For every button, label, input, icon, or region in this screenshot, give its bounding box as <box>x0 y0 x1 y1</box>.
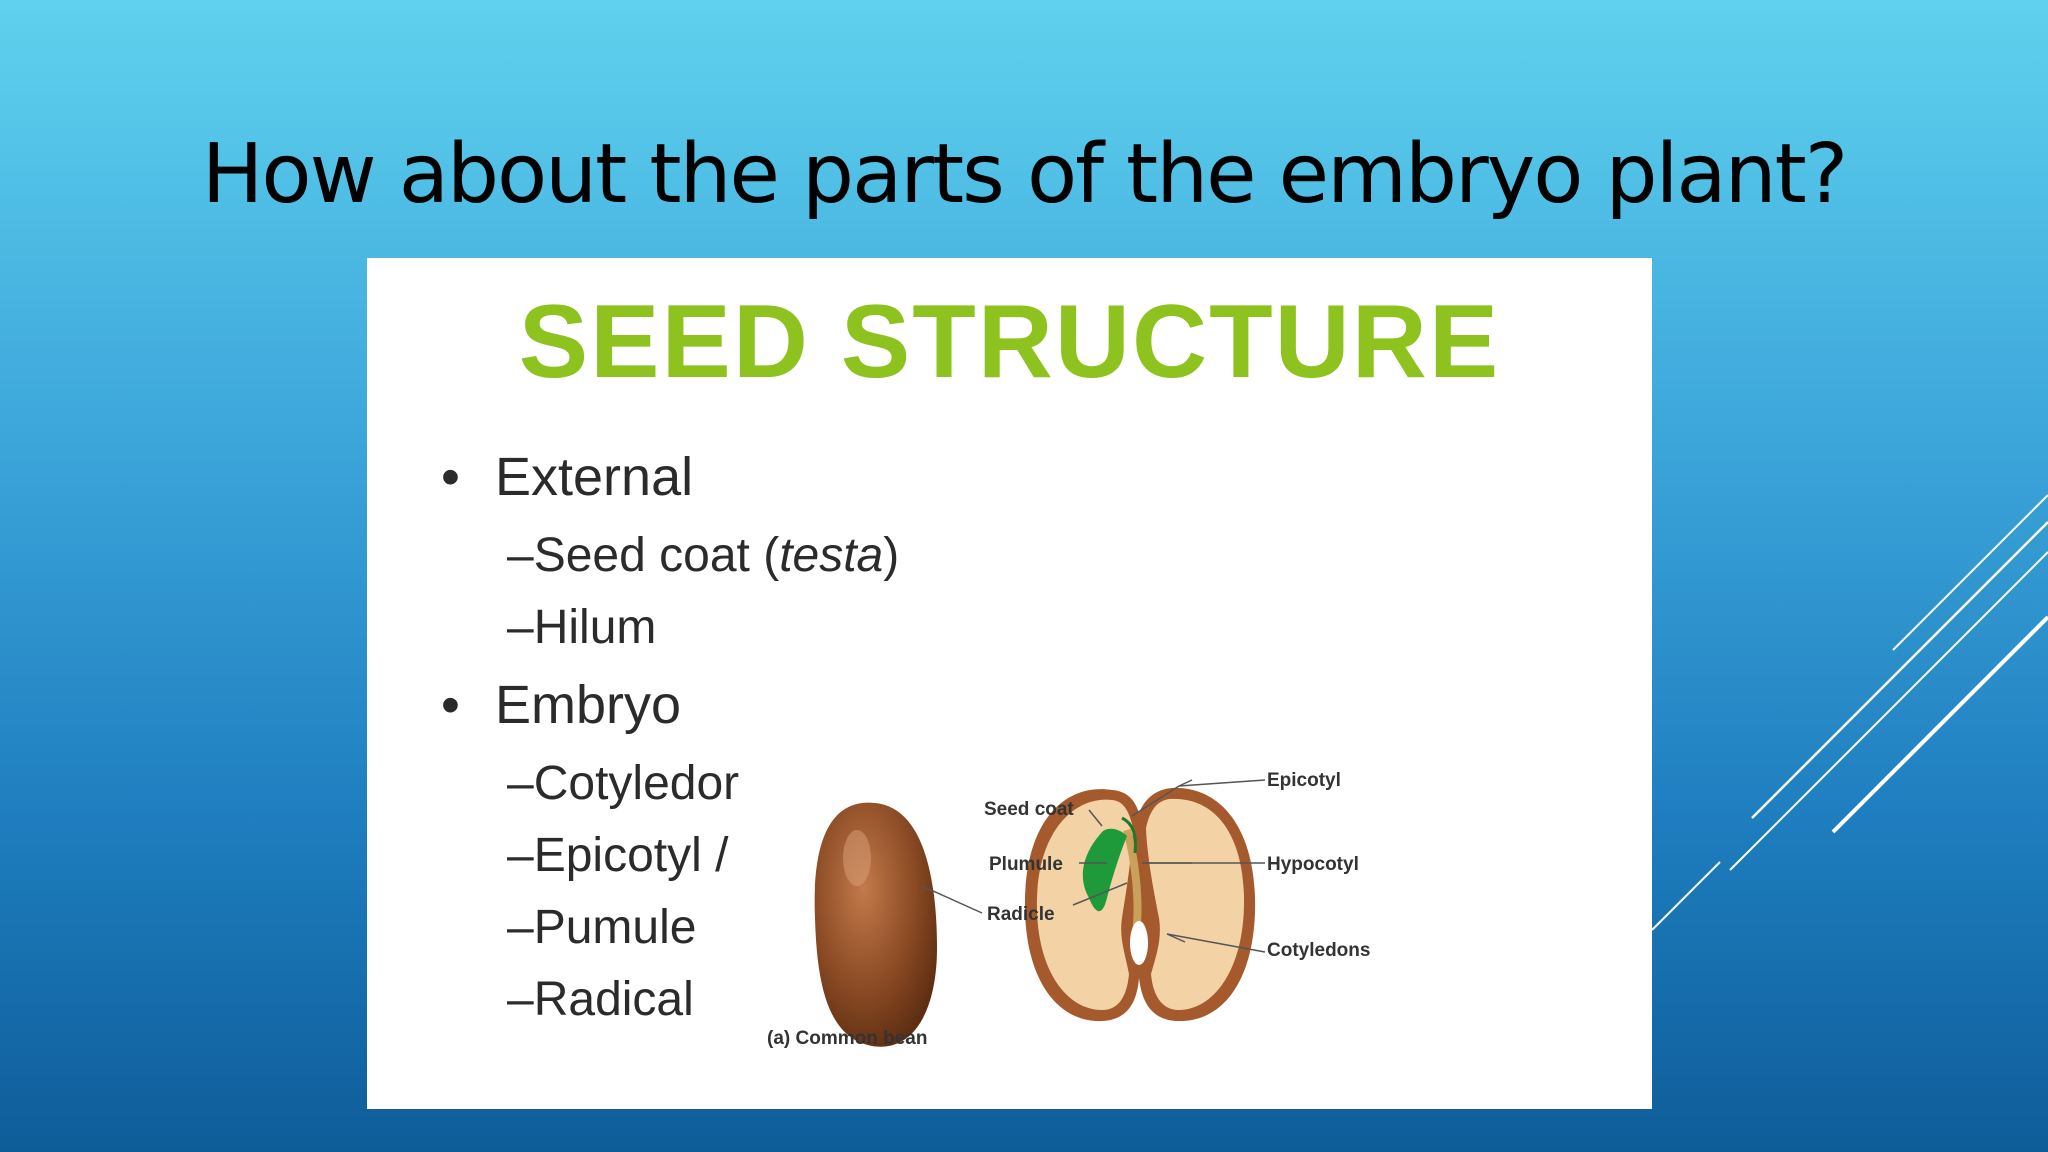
dash: – <box>507 901 534 954</box>
label-hypocotyl: Hypocotyl <box>1267 854 1359 875</box>
bullet-dot: • <box>441 675 460 735</box>
label-plumule: Plumule <box>989 854 1063 875</box>
plumule-stem <box>1121 816 1137 854</box>
plumule-leaf <box>1082 828 1127 912</box>
label-epicotyl: Epicotyl <box>1267 770 1341 791</box>
label-cotyledons: Cotyledons <box>1267 940 1370 961</box>
bullet-embryo-text: Embryo <box>495 675 682 735</box>
sub-epicotyl-text: Epicotyl / <box>533 829 729 882</box>
sub-cotyledor-text: Cotyledor <box>533 757 740 810</box>
sub-hilum: –Hilum <box>507 600 656 655</box>
sub-seed-coat-close: ) <box>883 529 900 582</box>
radicle-pointer-line <box>921 885 983 914</box>
seed-structure-image: SEED STRUCTURE •External –Seed coat (tes… <box>367 258 1652 1109</box>
sub-seed-coat-text: Seed coat ( <box>533 529 780 582</box>
bullet-external: • External <box>441 446 693 508</box>
dash: – <box>507 529 534 582</box>
label-seed-coat: Seed coat <box>984 799 1074 820</box>
sub-pumule: –Pumule <box>507 900 696 955</box>
sub-radical-text: Radical <box>533 973 694 1026</box>
bean-diagram: Seed coat Plumule Radicle Epicotyl Hypoc… <box>767 770 1370 1049</box>
dash: – <box>507 829 534 882</box>
dash: – <box>507 973 534 1026</box>
sub-hilum-text: Hilum <box>533 601 657 654</box>
sub-pumule-text: Pumule <box>533 901 697 954</box>
bullet-dot: • <box>441 447 460 507</box>
sub-seed-coat-italic: testa <box>779 529 884 582</box>
sub-radical: –Radical <box>507 972 694 1027</box>
slide-title: How about the parts of the embryo plant? <box>201 127 1849 222</box>
right-cotyledon <box>1146 798 1245 1010</box>
sub-cotyledor: –Cotyledor <box>507 756 739 811</box>
dash: – <box>507 601 534 654</box>
bean-highlight <box>843 830 871 886</box>
whole-bean-illustration <box>814 802 937 1047</box>
sub-seed-coat: –Seed coat (testa) <box>507 528 899 583</box>
embryo-gap <box>1130 921 1148 965</box>
bullet-embryo: • Embryo <box>441 674 681 736</box>
sub-epicotyl: –Epicotyl / <box>507 828 728 883</box>
label-radicle: Radicle <box>987 904 1055 925</box>
bullet-external-text: External <box>495 447 694 507</box>
dash: – <box>507 757 534 810</box>
diagram-caption: (a) Common bean <box>767 1028 927 1049</box>
right-label-leaders <box>1142 779 1266 953</box>
image-heading: SEED STRUCTURE <box>518 284 1501 400</box>
